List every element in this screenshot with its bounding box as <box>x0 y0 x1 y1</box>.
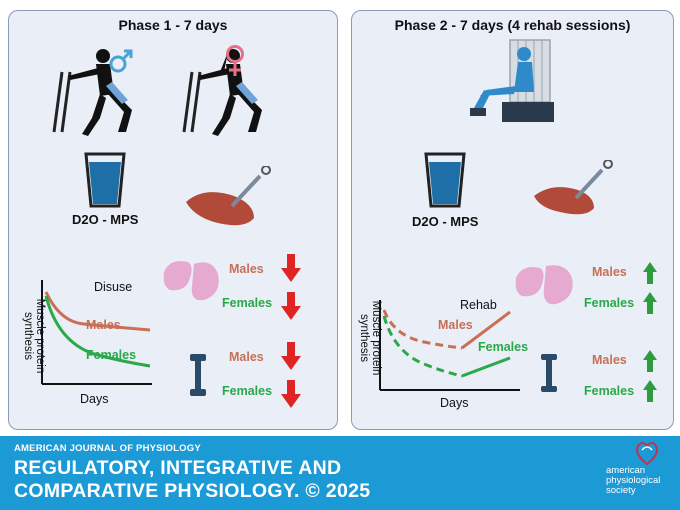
tissue-section-icon <box>163 261 219 301</box>
phase1-chart-male-label: Males <box>86 318 121 332</box>
phase1-mps-label: D2O - MPS <box>72 212 139 227</box>
up-arrow-icon <box>643 350 657 372</box>
down-arrow-icon <box>281 342 301 370</box>
phase2-chart-title: Rehab <box>460 298 497 312</box>
society-line2: physiological <box>606 475 661 486</box>
rehab-machine-illustration <box>470 39 554 122</box>
d2o-glass-icon <box>84 152 126 208</box>
phase2-chart-ylabel: Muscle protein synthesis <box>358 300 382 376</box>
phase1-strength-male: Males <box>229 350 264 364</box>
phase1-chart-xlabel: Days <box>80 392 109 406</box>
dumbbell-icon <box>541 354 557 392</box>
journal-name: AMERICAN JOURNAL OF PHYSIOLOGY <box>14 443 201 454</box>
male-symbol-icon <box>109 49 133 73</box>
phase1-female-line <box>44 295 151 368</box>
phase1-tissue-male: Males <box>229 262 264 276</box>
phase1-male-line <box>44 291 151 332</box>
journal-title-line1: REGULATORY, INTEGRATIVE AND <box>14 457 342 479</box>
down-arrow-icon <box>281 254 301 282</box>
phase1-tissue-female: Females <box>222 296 273 310</box>
phase2-chart-male-label: Males <box>438 318 473 332</box>
up-arrow-icon <box>643 262 657 284</box>
phase1-panel: Phase 1 - 7 days <box>8 10 338 430</box>
phase2-chart-female-label: Females <box>478 340 529 354</box>
phase1-chart-female-label: Females <box>86 348 137 362</box>
phase2-tissue-female: Females <box>584 296 635 310</box>
down-arrow-icon <box>281 380 301 408</box>
phase2-female-rehab-line <box>461 356 511 378</box>
phase2-strength-male: Males <box>592 353 627 367</box>
society-line1: american <box>606 465 646 476</box>
phase2-chart-xlabel: Days <box>440 396 469 410</box>
female-crutches-illustration <box>182 49 262 136</box>
phase1-chart-title: Disuse <box>94 280 133 294</box>
phase2-mps-chart <box>379 300 520 391</box>
phase2-male-rehab-line <box>461 310 511 350</box>
muscle-biopsy-icon <box>534 160 613 215</box>
aps-logo-icon <box>636 442 658 466</box>
phase1-mps-chart <box>41 280 152 385</box>
phase2-female-disuse-line <box>382 315 463 378</box>
society-line3: society <box>606 485 636 496</box>
journal-footer <box>0 436 680 510</box>
tissue-section-icon <box>515 265 573 305</box>
phase2-title: Phase 2 - 7 days (4 rehab sessions) <box>394 17 631 33</box>
phase2-mps-label: D2O - MPS <box>412 214 479 229</box>
phase1-title: Phase 1 - 7 days <box>118 17 228 33</box>
male-crutches-illustration <box>52 49 132 136</box>
up-arrow-icon <box>643 292 657 314</box>
journal-title-line2: COMPARATIVE PHYSIOLOGY. © 2025 <box>14 480 371 502</box>
female-symbol-icon <box>226 45 244 76</box>
phase2-strength-female: Females <box>584 384 635 398</box>
muscle-biopsy-icon <box>186 166 271 226</box>
down-arrow-icon <box>281 292 301 320</box>
up-arrow-icon <box>643 380 657 402</box>
society-name: american physiological society <box>606 466 676 496</box>
phase2-tissue-male: Males <box>592 265 627 279</box>
phase1-strength-female: Females <box>222 384 273 398</box>
d2o-glass-icon <box>424 152 466 208</box>
phase2-male-disuse-line <box>382 309 463 350</box>
dumbbell-icon <box>190 354 206 396</box>
phase1-chart-ylabel: Muscle protein synthesis <box>22 298 46 374</box>
